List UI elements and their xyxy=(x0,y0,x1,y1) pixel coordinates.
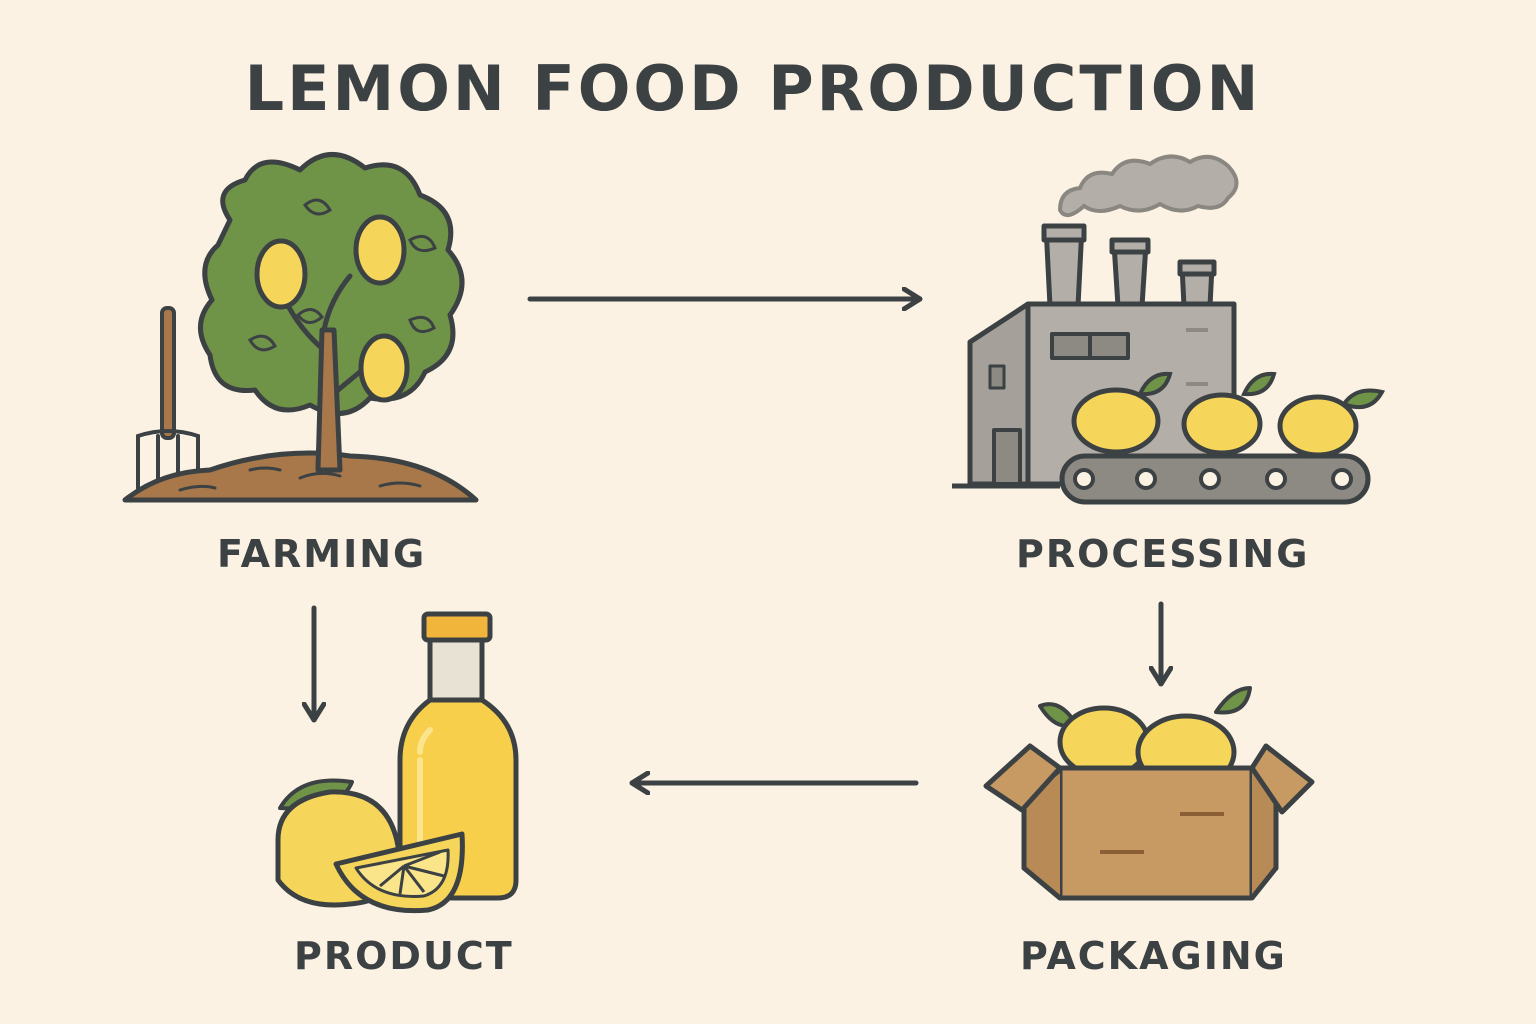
stage-label-product: PRODUCT xyxy=(294,934,514,978)
cardboard-box-icon xyxy=(983,686,1315,901)
pitchfork-icon xyxy=(136,306,200,490)
stage-label-farming: FARMING xyxy=(217,532,427,576)
lemon-tree-icon xyxy=(198,152,465,473)
conveyor-lemons xyxy=(1071,371,1386,458)
stage-label-processing: PROCESSING xyxy=(1016,532,1310,576)
lemon-slice-icon xyxy=(333,831,465,914)
smoke-icon xyxy=(1057,154,1239,218)
stage-label-packaging: PACKAGING xyxy=(1020,934,1287,978)
diagram-title: LEMON FOOD PRODUCTION xyxy=(244,52,1262,125)
conveyor-belt-icon xyxy=(1059,453,1371,505)
soil-mound xyxy=(122,450,479,503)
